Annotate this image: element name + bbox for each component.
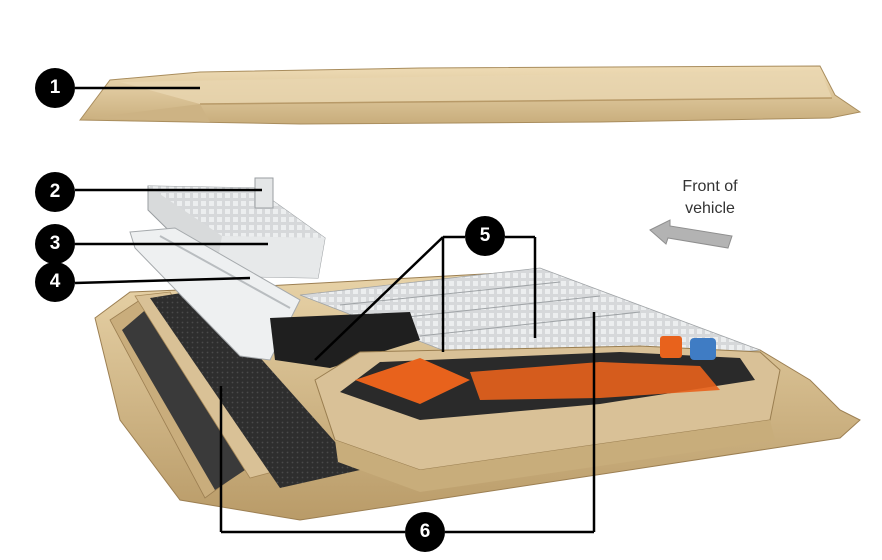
electronics-bay — [314, 336, 781, 492]
leader-lines — [74, 86, 596, 534]
callout-5: 5 — [465, 216, 505, 256]
connector-icon — [690, 338, 716, 360]
callout-2: 2 — [35, 172, 75, 212]
top-cover — [79, 65, 862, 125]
front-direction-arrow-icon — [649, 219, 733, 249]
module-terminal — [254, 177, 274, 209]
front-label-line2: vehicle — [685, 200, 735, 217]
front-of-vehicle-label: Front of vehicle — [660, 176, 760, 220]
insulation-mat — [150, 290, 360, 488]
callout-6: 6 — [405, 512, 445, 552]
callout-4: 4 — [35, 262, 75, 302]
module-housing — [270, 312, 420, 368]
callout-1: 1 — [35, 68, 75, 108]
front-label-line1: Front of — [682, 178, 738, 195]
callout-3: 3 — [35, 224, 75, 264]
